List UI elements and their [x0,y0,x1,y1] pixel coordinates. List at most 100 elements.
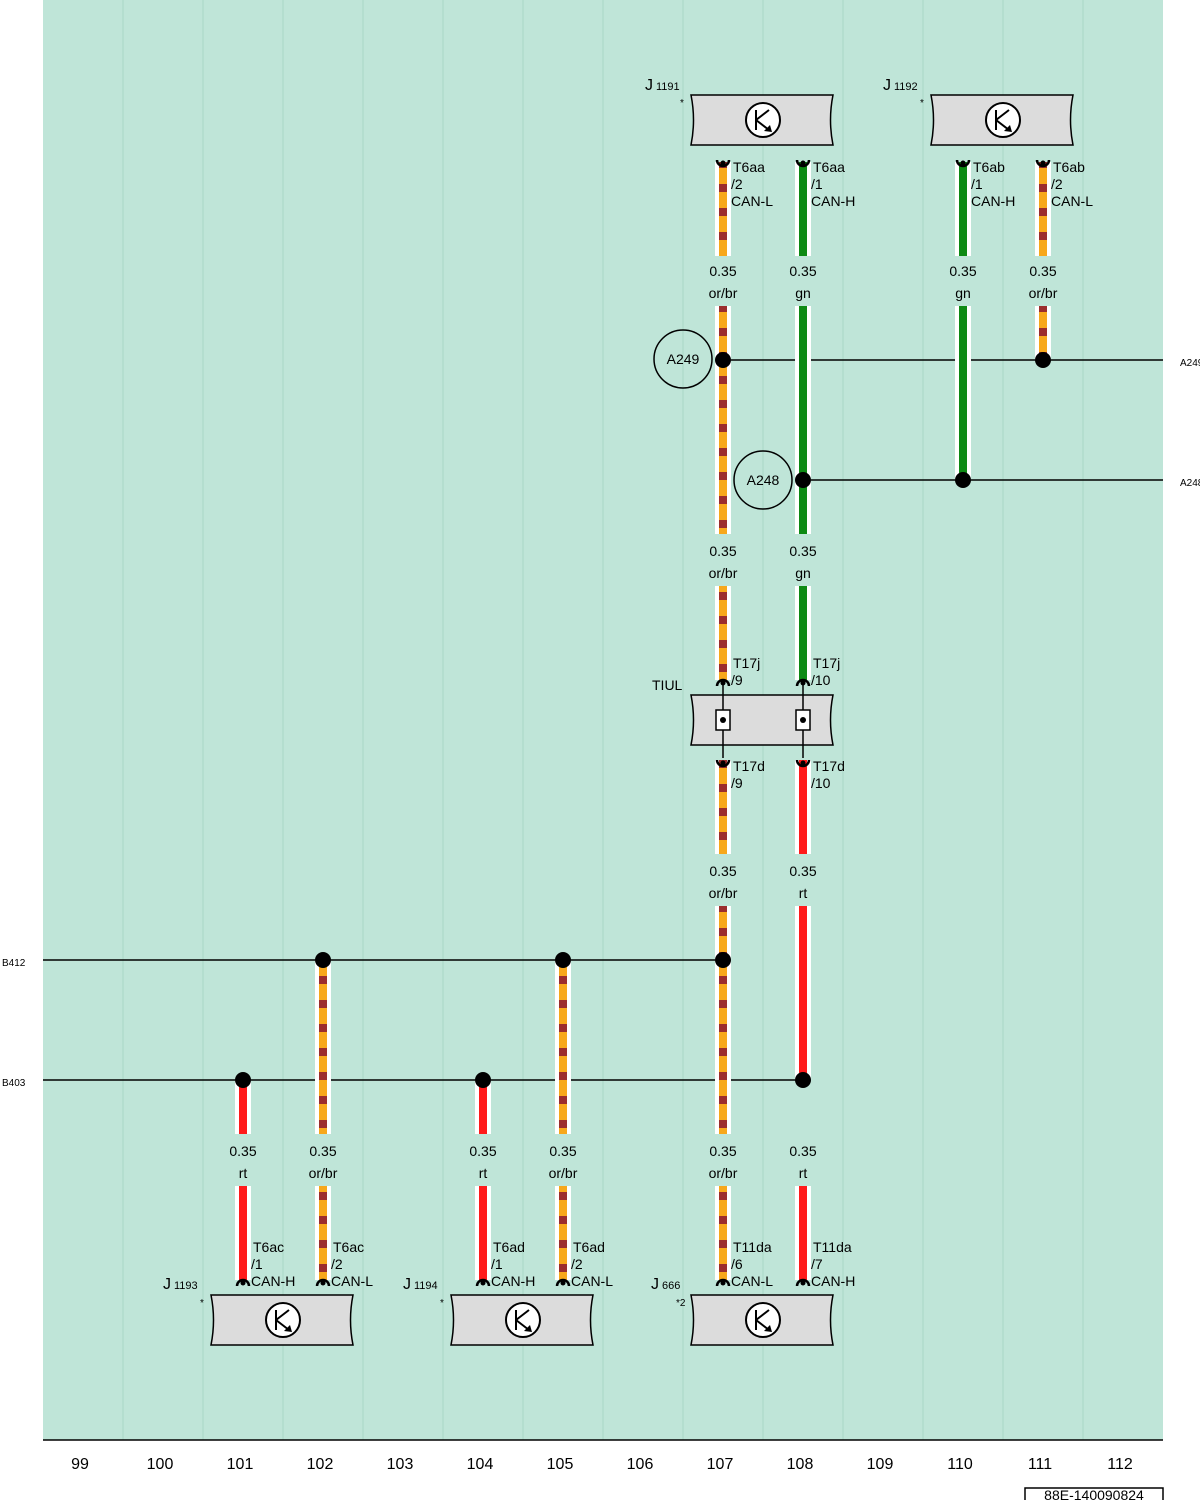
pin-connector: T6ad [493,1239,525,1255]
wire-label-size: 0.35 [709,263,736,279]
component-sub: 1193 [174,1280,198,1292]
line-ref-b412: B412 [2,958,26,969]
junction-dot [315,952,331,968]
wire-107-seg3 [719,586,727,680]
svg-text:88E-140090824: 88E-140090824 [1044,1487,1144,1500]
wire-label-color: gn [795,565,811,581]
column-number: 108 [787,1456,814,1473]
pin-connector: T6aa [733,159,765,175]
wire-label-color: gn [795,285,811,301]
component-code: J [651,1276,659,1293]
wire-label-color: or/br [709,1165,738,1181]
component-code: J [403,1276,411,1293]
line-ref-a248: A248 [1180,478,1200,489]
wire-label-size: 0.35 [709,1143,736,1159]
control-unit-j1192[interactable]: J 1192 * [883,77,1074,146]
wire-111-seg2 [1039,306,1047,360]
pin-signal: CAN-L [1051,193,1093,209]
junction-dot [715,352,731,368]
wire-108-seg3 [799,586,807,680]
junction-dot [235,1072,251,1088]
column-number: 99 [71,1456,89,1473]
wire-label-color: rt [479,1165,488,1181]
line-ref-b403: B403 [2,1078,26,1089]
wire-111-seg1 [1039,162,1047,256]
component-sub: 1192 [894,81,918,93]
column-grid [122,0,1084,1440]
wire-110-seg1 [959,162,967,256]
svg-text:A248: A248 [747,472,780,488]
pin-connector: T17d [813,758,845,774]
wire-102-seg1 [319,960,327,1134]
junction-dot [795,472,811,488]
junction-dot [715,952,731,968]
pin-signal: CAN-L [731,193,773,209]
wire-108-seg6 [799,1186,807,1280]
wire-107-seg5 [719,906,727,1134]
wire-label-size: 0.35 [709,863,736,879]
component-code: J [645,77,653,94]
component-sub: 666 [662,1280,680,1292]
wire-label-size: 0.35 [709,543,736,559]
line-references: A249 A248 B412 B403 [2,358,1200,1089]
junction-dot [955,472,971,488]
component-note: * [200,1298,204,1309]
junction-dot [555,952,571,968]
pin-connector: T6aa [813,159,845,175]
splice-a248[interactable]: A248 [733,450,793,510]
column-number: 112 [1107,1456,1133,1473]
svg-text:A249: A249 [667,351,700,367]
wire-104-seg2 [479,1186,487,1280]
wire-label-size: 0.35 [789,263,816,279]
pin-connector: T6ac [333,1239,364,1255]
column-numbers: 99 100 101 102 103 104 105 106 107 108 1… [71,1456,1133,1473]
pin-number: /1 [811,176,823,192]
wire-label-color: or/br [709,885,738,901]
wire-107-seg2 [719,306,727,534]
wire-108-seg2 [799,306,807,534]
pin-number: /2 [731,176,743,192]
component-note: * [680,98,684,109]
wire-110-seg2 [959,306,967,480]
splice-a249[interactable]: A249 [653,329,713,389]
control-unit-icon [265,1302,301,1338]
pin-signal: CAN-L [331,1273,373,1289]
control-unit-j1191[interactable]: J 1191 * [645,77,834,146]
wire-label-size: 0.35 [229,1143,256,1159]
wire-label-size: 0.35 [1029,263,1056,279]
wire-105-seg2 [559,1186,567,1280]
column-number: 104 [467,1456,494,1473]
wire-label-color: or/br [1029,285,1058,301]
wire-label-color: rt [239,1165,248,1181]
wire-label-size: 0.35 [789,1143,816,1159]
component-sub: 1194 [414,1280,438,1292]
wire-labels: 0.35 or/br 0.35 gn 0.35 gn 0.35 or/br 0.… [229,263,1057,1181]
pin-number: /1 [251,1256,263,1272]
pin-connector: T17j [813,655,840,671]
pin-number: /9 [731,672,743,688]
wire-107-seg4 [719,760,727,854]
component-code: J [163,1276,171,1293]
control-unit-j666[interactable]: J 666 *2 [651,1276,834,1346]
tiul-connector[interactable]: TIUL [652,677,834,758]
pin-signal: CAN-H [811,1273,855,1289]
column-number: 103 [387,1456,414,1473]
control-unit-icon [745,1302,781,1338]
wire-label-color: or/br [709,285,738,301]
control-unit-icon [505,1302,541,1338]
wire-label-color: or/br [549,1165,578,1181]
pin-number: /10 [811,775,831,791]
pin-connector: T17j [733,655,760,671]
pin-signal: CAN-L [571,1273,613,1289]
wire-101-seg1 [239,1080,247,1134]
junction-dot [475,1072,491,1088]
component-note: * [920,98,924,109]
column-number: 100 [147,1456,174,1473]
control-unit-j1193[interactable]: J 1193 * [163,1276,354,1346]
pin-signal: CAN-H [811,193,855,209]
pin-number: /7 [811,1256,823,1272]
control-unit-j1194[interactable]: J 1194 * [403,1276,594,1346]
wire-105-seg1 [559,960,567,1134]
column-number: 102 [307,1456,334,1473]
